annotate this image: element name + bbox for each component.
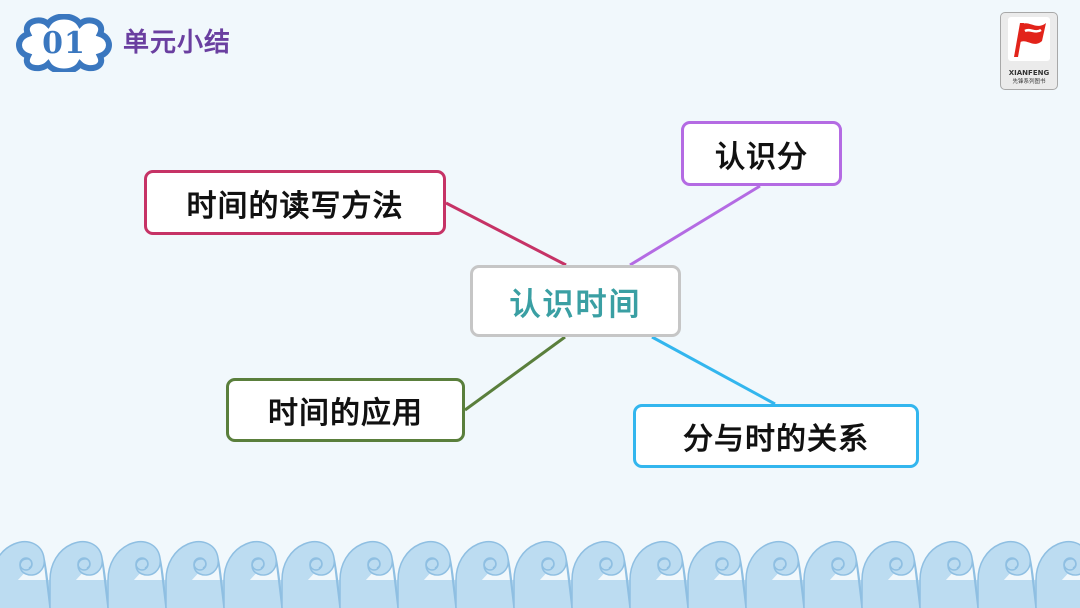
- center-node: 认识时间: [470, 265, 681, 337]
- connector-read-write: [445, 201, 567, 267]
- branch-node-application: 时间的应用: [226, 378, 465, 442]
- branch-node-relation: 分与时的关系: [633, 404, 919, 468]
- badge-number: 01: [42, 26, 86, 61]
- branch-node-minute: 认识分: [681, 121, 842, 186]
- flag-logo-icon: [1008, 17, 1050, 61]
- branch-node-read-write: 时间的读写方法: [144, 170, 446, 235]
- logo-brand-text: XIANFENG: [1008, 69, 1050, 77]
- connector-relation: [651, 335, 776, 406]
- connector-minute: [629, 184, 761, 267]
- cloud-shape-icon: [16, 14, 112, 72]
- section-number-badge: 01: [14, 14, 114, 72]
- logo-subtitle-text: 先锋系列图书: [1012, 79, 1046, 85]
- wave-border: [0, 540, 1080, 608]
- publisher-logo: XIANFENG 先锋系列图书: [1000, 12, 1058, 90]
- section-title: 单元小结: [123, 28, 232, 58]
- connector-application: [464, 335, 566, 412]
